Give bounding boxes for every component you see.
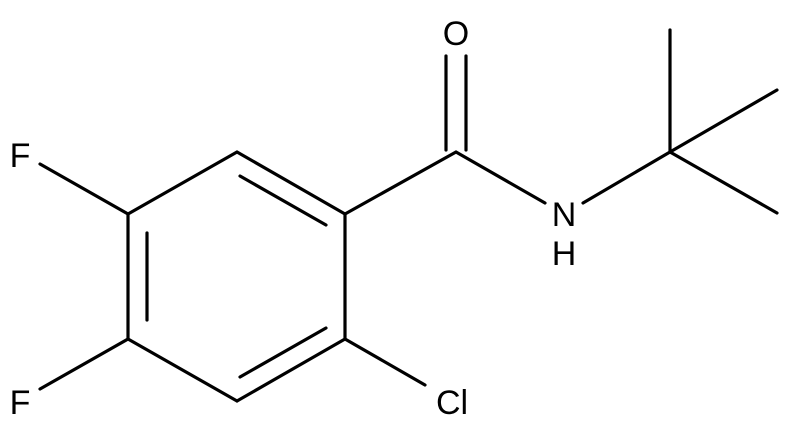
bond-ring-c1-c2 [235, 150, 347, 216]
bond-ring-to-chlorine [343, 337, 427, 387]
atom-hydrogen-label: H [552, 235, 577, 273]
bond-tbutyl-methyl-right-up [668, 88, 779, 154]
bond-carbonyl-to-nitrogen [454, 150, 547, 205]
bond-ring-to-fluorine-bottom [38, 337, 130, 391]
atom-oxygen-label: O [443, 15, 469, 53]
atom-nitrogen-label: N [552, 196, 577, 234]
atom-fluorine-top-label: F [10, 137, 31, 175]
bond-ring-inner-1 [238, 174, 328, 227]
bond-nitrogen-to-tbutyl [581, 150, 672, 205]
atom-fluorine-bottom-label: F [10, 384, 31, 422]
bond-ring-c4-c5 [126, 337, 239, 403]
bond-ring-c3-c4 [235, 337, 347, 403]
bond-ring-inner-2 [238, 326, 328, 379]
bond-ring-to-fluorine-top [38, 162, 130, 216]
bond-tbutyl-methyl-right-down [668, 150, 779, 215]
atom-chlorine-label: Cl [436, 384, 468, 422]
bond-ring-to-carbonyl [343, 150, 458, 216]
bond-ring-c6-c1 [126, 150, 239, 216]
